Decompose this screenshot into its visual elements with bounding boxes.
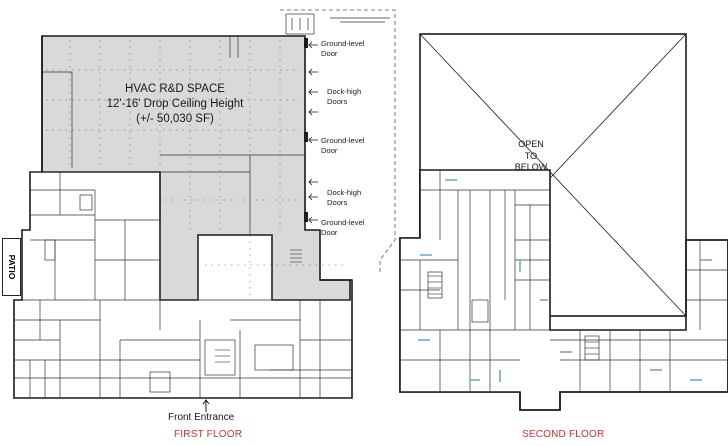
hvac-space-label: HVAC R&D SPACE 12'-16' Drop Ceiling Heig… [95, 82, 255, 127]
office-rooms [14, 171, 352, 398]
ceiling-height: 12'-16' Drop Ceiling Height [106, 98, 244, 110]
space-title: HVAC R&D SPACE [125, 83, 225, 95]
door-label-2: Dock-high Doors [327, 87, 362, 106]
door-label-5: Ground-level Door [321, 218, 365, 237]
door-arrows [308, 41, 318, 224]
door-label-4: Dock-high Doors [327, 188, 362, 207]
hvac-shaded-area [41, 35, 351, 301]
open-to-below-label: OPEN TO BELOW [514, 139, 548, 172]
door-label-3: Ground-level Door [321, 136, 365, 155]
patio-label: PATIO [2, 238, 21, 296]
blue-door-marks [418, 179, 712, 382]
stairs [215, 249, 302, 363]
front-entrance-label: Front Entrance [168, 412, 235, 423]
first-floor-label: FIRST FLOOR [174, 429, 243, 440]
space-area: (+/- 50,030 SF) [136, 113, 214, 125]
second-floor-plan [399, 33, 728, 411]
door-label-1: Ground-level Door [321, 39, 365, 58]
second-floor-rooms [400, 170, 728, 392]
second-floor-label: SECOND FLOOR [522, 429, 605, 440]
second-floor-stairs [428, 275, 599, 355]
first-floor-plan [13, 9, 396, 412]
dock-door-marks [285, 13, 390, 222]
